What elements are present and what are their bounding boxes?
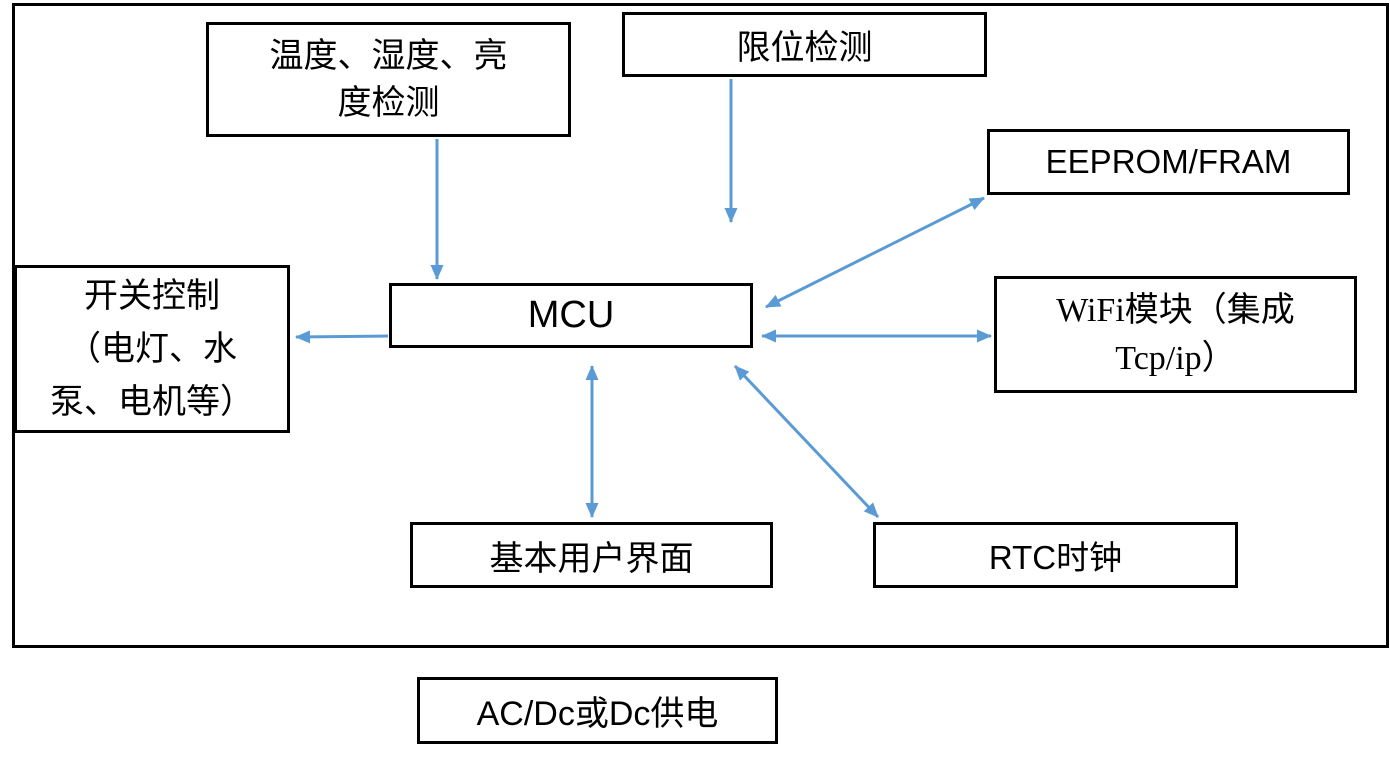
node-basic-user-interface: 基本用户界面 [410, 522, 773, 588]
arrow-mcu-to-switch [295, 330, 389, 344]
node-eeprom-fram: EEPROM/FRAM [987, 129, 1350, 195]
node-switch-control: 开关控制 （电灯、水 泵、电机等） [14, 265, 290, 433]
diagram-outer-border [12, 3, 1389, 648]
node-mcu: MCU [389, 283, 753, 348]
node-wifi-module: WiFi模块（集成 Tcp/ip） [994, 276, 1357, 393]
arrow-mcu-rtc [733, 364, 880, 519]
arrow-mcu-eeprom [765, 196, 985, 309]
node-rtc-clock: RTC时钟 [873, 522, 1238, 588]
node-temp-humidity-brightness-detect: 温度、湿度、亮 度检测 [206, 22, 571, 137]
node-limit-detect: 限位检测 [622, 12, 987, 77]
node-ac-dc-power: AC/Dc或Dc供电 [417, 677, 778, 744]
